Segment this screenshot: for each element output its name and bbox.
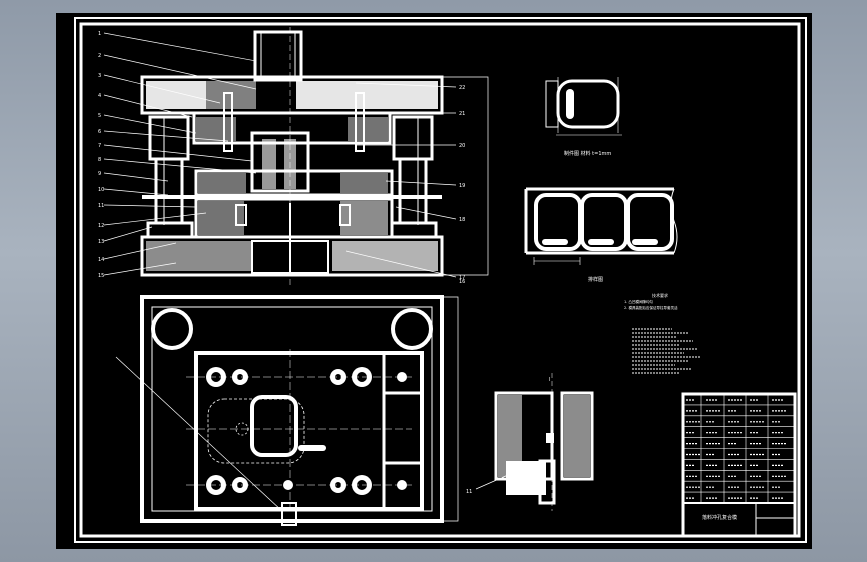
part-drawing-caption: 制件图 材料 t=1mm (564, 150, 611, 157)
leader-lines-right (345, 82, 457, 278)
leader-number-left: 2 (98, 53, 101, 59)
detail-view-caption: I (549, 377, 550, 383)
leader-number-right: 22 (459, 85, 465, 91)
leader-number-left: 5 (98, 113, 101, 119)
leader-number-left: 6 (98, 129, 101, 135)
leader-number-left: 12 (98, 223, 104, 229)
title-block-name: 落料冲孔复合模 (702, 514, 737, 521)
title-block (681, 392, 797, 538)
leader-number-left: 15 (98, 273, 104, 279)
leader-number-right: 17 (459, 275, 465, 281)
leader-number-left: 14 (98, 257, 104, 263)
drawing-inner-frame (79, 22, 801, 538)
leader-number-left: 13 (98, 239, 104, 245)
leader-number-left: 9 (98, 171, 101, 177)
leader-lines-left (103, 32, 257, 276)
leader-number-right: 19 (459, 183, 465, 189)
leader-number-left: 10 (98, 187, 104, 193)
leader-number-right: 18 (459, 217, 465, 223)
leader-number-right: 21 (459, 111, 465, 117)
tech-requirement-2: 2. 模具装配后应保证导柱导套灵活 (624, 305, 678, 310)
leader-number-left: 3 (98, 73, 101, 79)
detail-view (475, 373, 594, 511)
front-section-view (140, 27, 489, 285)
leader-number-left: 8 (98, 157, 101, 163)
leader-number-right: 16 (459, 279, 465, 285)
strip-layout-caption: 排样图 (588, 276, 603, 283)
leader-number-left: 7 (98, 143, 101, 149)
tech-requirements-title: 技术要求 (652, 292, 668, 298)
leader-number-right: 20 (459, 143, 465, 149)
leader-number-left: 11 (98, 203, 104, 209)
part-drawing (545, 77, 622, 136)
tech-requirements: 技术要求 1. 凸凹模间隙均匀 2. 模具装配后应保证导柱导套灵活 (624, 292, 701, 374)
leader-number-left: 4 (98, 93, 101, 99)
detail-leader-number: 11 (466, 489, 472, 495)
drawing-outer-frame (74, 17, 807, 543)
plan-view (115, 295, 459, 526)
leader-number-left: 1 (98, 31, 101, 37)
tech-requirement-1: 1. 凸凹模间隙均匀 (624, 299, 653, 304)
strip-layout (524, 187, 678, 265)
